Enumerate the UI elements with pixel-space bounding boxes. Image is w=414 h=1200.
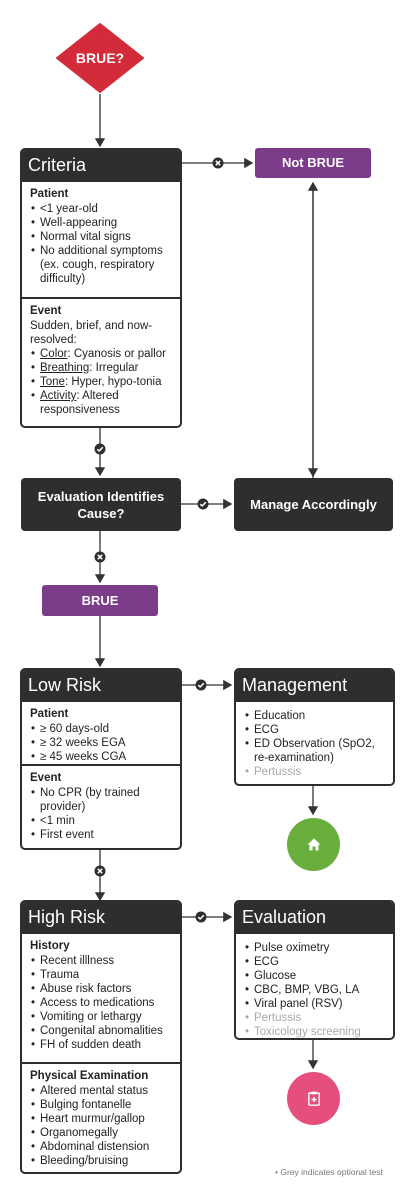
term-text: : Altered responsiveness <box>40 390 120 416</box>
list-item-optional: Toxicology screening <box>244 1025 385 1038</box>
list-item: Pulse oximetry <box>244 941 385 955</box>
list-item: Tone: Hyper, hypo-tonia <box>30 375 172 389</box>
manage-accordingly-box: Manage Accordingly <box>234 478 393 531</box>
list-item: Abuse risk factors <box>30 982 172 996</box>
home-node <box>287 818 340 871</box>
list-item: ≥ 32 weeks EGA <box>30 736 172 750</box>
list-item: Recent illlness <box>30 954 172 968</box>
check-icon <box>94 443 106 455</box>
high-risk-exam-heading: Physical Examination <box>30 1070 149 1082</box>
list-item: Congenital abnomalities <box>30 1024 172 1038</box>
high-risk-exam-section: Physical Examination Altered mental stat… <box>22 1062 180 1172</box>
list-item: Glucose <box>244 969 385 983</box>
x-icon <box>212 157 224 169</box>
management-title: Management <box>236 670 393 702</box>
list-item: ECG <box>244 723 385 737</box>
list-item: <1 min <box>30 814 172 828</box>
list-item: Organomegally <box>30 1126 172 1140</box>
list-item: Well-appearing <box>30 216 172 230</box>
evaluation-title: Evaluation <box>236 902 393 934</box>
list-item: <1 year-old <box>30 202 172 216</box>
low-risk-card: Low Risk Patient ≥ 60 days-old ≥ 32 week… <box>20 668 182 850</box>
list-item: ≥ 45 weeks CGA <box>30 750 172 764</box>
list-item: ECG <box>244 955 385 969</box>
high-risk-history-section: History Recent illlness Trauma Abuse ris… <box>22 934 180 1062</box>
list-item: Altered mental status <box>30 1084 172 1098</box>
start-label: BRUE? <box>75 50 125 66</box>
check-icon <box>195 679 207 691</box>
home-icon <box>307 838 320 851</box>
list-item-optional: Pertussis <box>244 1011 385 1025</box>
x-icon <box>94 551 106 563</box>
footnote: • Grey indicates optional test <box>275 1167 383 1177</box>
evaluation-cause-label: Evaluation Identifies Cause? <box>37 488 165 521</box>
list-item: CBC, BMP, VBG, LA <box>244 983 385 997</box>
term: Breathing <box>40 362 90 374</box>
manage-accordingly-label: Manage Accordingly <box>250 497 377 512</box>
high-risk-title: High Risk <box>22 902 180 934</box>
list-item-optional: Pertussis <box>244 765 385 779</box>
criteria-title: Criteria <box>22 150 180 182</box>
term: Tone <box>40 376 65 388</box>
high-risk-history-heading: History <box>30 940 70 952</box>
low-risk-event-heading: Event <box>30 772 62 784</box>
clipboard-icon <box>307 1091 320 1106</box>
list-item: First event <box>30 828 172 842</box>
list-item: No CPR (by trained provider) <box>30 786 172 814</box>
evaluation-card: Evaluation Pulse oximetry ECG Glucose CB… <box>234 900 395 1040</box>
list-item: Heart murmur/gallop <box>30 1112 172 1126</box>
criteria-event-heading: Event <box>30 305 62 317</box>
x-icon <box>94 865 106 877</box>
list-item: Access to medications <box>30 996 172 1010</box>
list-item: ED Observation (SpO2, re-examination) <box>244 737 385 765</box>
list-item: Color: Cyanosis or pallor <box>30 347 172 361</box>
list-item: Trauma <box>30 968 172 982</box>
criteria-event-intro: Sudden, brief, and now-resolved: <box>30 320 153 346</box>
list-item: Activity: Altered responsiveness <box>30 389 172 417</box>
low-risk-event-section: Event No CPR (by trained provider) <1 mi… <box>22 764 180 848</box>
list-item: Viral panel (RSV) <box>244 997 385 1011</box>
evaluation-cause-box: Evaluation Identifies Cause? <box>21 478 181 531</box>
evaluation-section: Pulse oximetry ECG Glucose CBC, BMP, VBG… <box>236 934 393 1038</box>
criteria-card: Criteria Patient <1 year-old Well-appear… <box>20 148 182 428</box>
list-item: Breathing: Irregular <box>30 361 172 375</box>
low-risk-title: Low Risk <box>22 670 180 702</box>
list-item: Vomiting or lethargy <box>30 1010 172 1024</box>
criteria-patient-section: Patient <1 year-old Well-appearing Norma… <box>22 182 180 297</box>
hospital-node <box>287 1072 340 1125</box>
low-risk-patient-section: Patient ≥ 60 days-old ≥ 32 weeks EGA ≥ 4… <box>22 702 180 764</box>
list-item: Education <box>244 709 385 723</box>
not-brue-box: Not BRUE <box>255 148 371 178</box>
term: Activity <box>40 390 77 402</box>
low-risk-patient-heading: Patient <box>30 708 69 720</box>
list-item: FH of sudden death <box>30 1038 172 1052</box>
term: Color <box>40 348 68 360</box>
start-decision: BRUE? <box>55 22 145 94</box>
brue-box: BRUE <box>42 585 158 616</box>
criteria-event-section: Event Sudden, brief, and now-resolved: C… <box>22 297 180 423</box>
criteria-patient-heading: Patient <box>30 188 69 200</box>
management-card: Management Education ECG ED Observation … <box>234 668 395 786</box>
list-item: No additional symptoms (ex. cough, respi… <box>30 244 172 286</box>
list-item: ≥ 60 days-old <box>30 722 172 736</box>
decision-diamond <box>56 23 144 93</box>
list-item: Normal vital signs <box>30 230 172 244</box>
management-section: Education ECG ED Observation (SpO2, re-e… <box>236 702 393 784</box>
high-risk-card: High Risk History Recent illlness Trauma… <box>20 900 182 1174</box>
list-item: Abdominal distension <box>30 1140 172 1154</box>
list-item: Bulging fontanelle <box>30 1098 172 1112</box>
term-text: : Irregular <box>89 362 139 374</box>
term-text: : Cyanosis or pallor <box>67 348 166 360</box>
term-text: : Hyper, hypo-tonia <box>64 376 162 388</box>
list-item: Bleeding/bruising <box>30 1154 172 1168</box>
check-icon <box>195 911 207 923</box>
check-icon <box>197 498 209 510</box>
